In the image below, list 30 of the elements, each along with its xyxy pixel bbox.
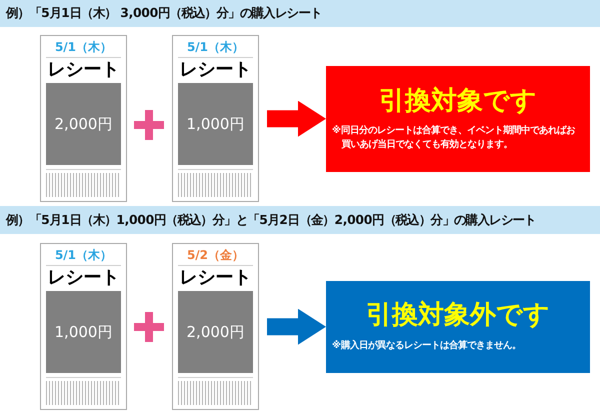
result-note: ※同日分のレシートは合算でき、イベント期間中であればお買いあげ当日でなくても有効となります。 (332, 124, 576, 152)
amount-text: 2,000円 (54, 114, 112, 134)
receipt-date: 5/2（金） (186, 249, 244, 261)
heading-text: 例）「5月1日（木）1,000円（税込）分」と「5月2日（金）2,000円（税込）分」の購入レシート (6, 212, 536, 228)
heading-band (0, 0, 600, 27)
receipt-card (172, 35, 259, 202)
receipt-title: レシート (180, 61, 252, 79)
receipt-date: 5/1（木） (186, 41, 244, 53)
amount-panel (178, 291, 253, 373)
amount-panel (46, 291, 121, 373)
receipt-date: 5/1（木） (54, 41, 112, 53)
amount-panel (46, 83, 121, 165)
receipt-card (40, 35, 127, 202)
result-note: ※購入日が異なるレシートは合算できません。 (332, 339, 522, 353)
heading-text: 例）「5月1日（木） 3,000円（税込）分」の購入レシート (6, 5, 322, 22)
result-heading: 引換対象です (379, 86, 537, 116)
receipt-title: レシート (48, 61, 120, 79)
amount-text: 2,000円 (186, 322, 244, 342)
amount-text: 1,000円 (54, 322, 112, 342)
result-heading: 引換対象外です (366, 301, 550, 330)
heading-band (0, 206, 600, 234)
receipt-title: レシート (48, 269, 120, 287)
result-box (326, 281, 590, 373)
amount-text: 1,000円 (186, 114, 244, 134)
receipt-card (172, 243, 259, 410)
amount-panel (178, 83, 253, 165)
receipt-title: レシート (180, 269, 252, 287)
result-box (326, 66, 590, 172)
receipt-card (40, 243, 127, 410)
receipt-date: 5/1（木） (54, 249, 112, 261)
